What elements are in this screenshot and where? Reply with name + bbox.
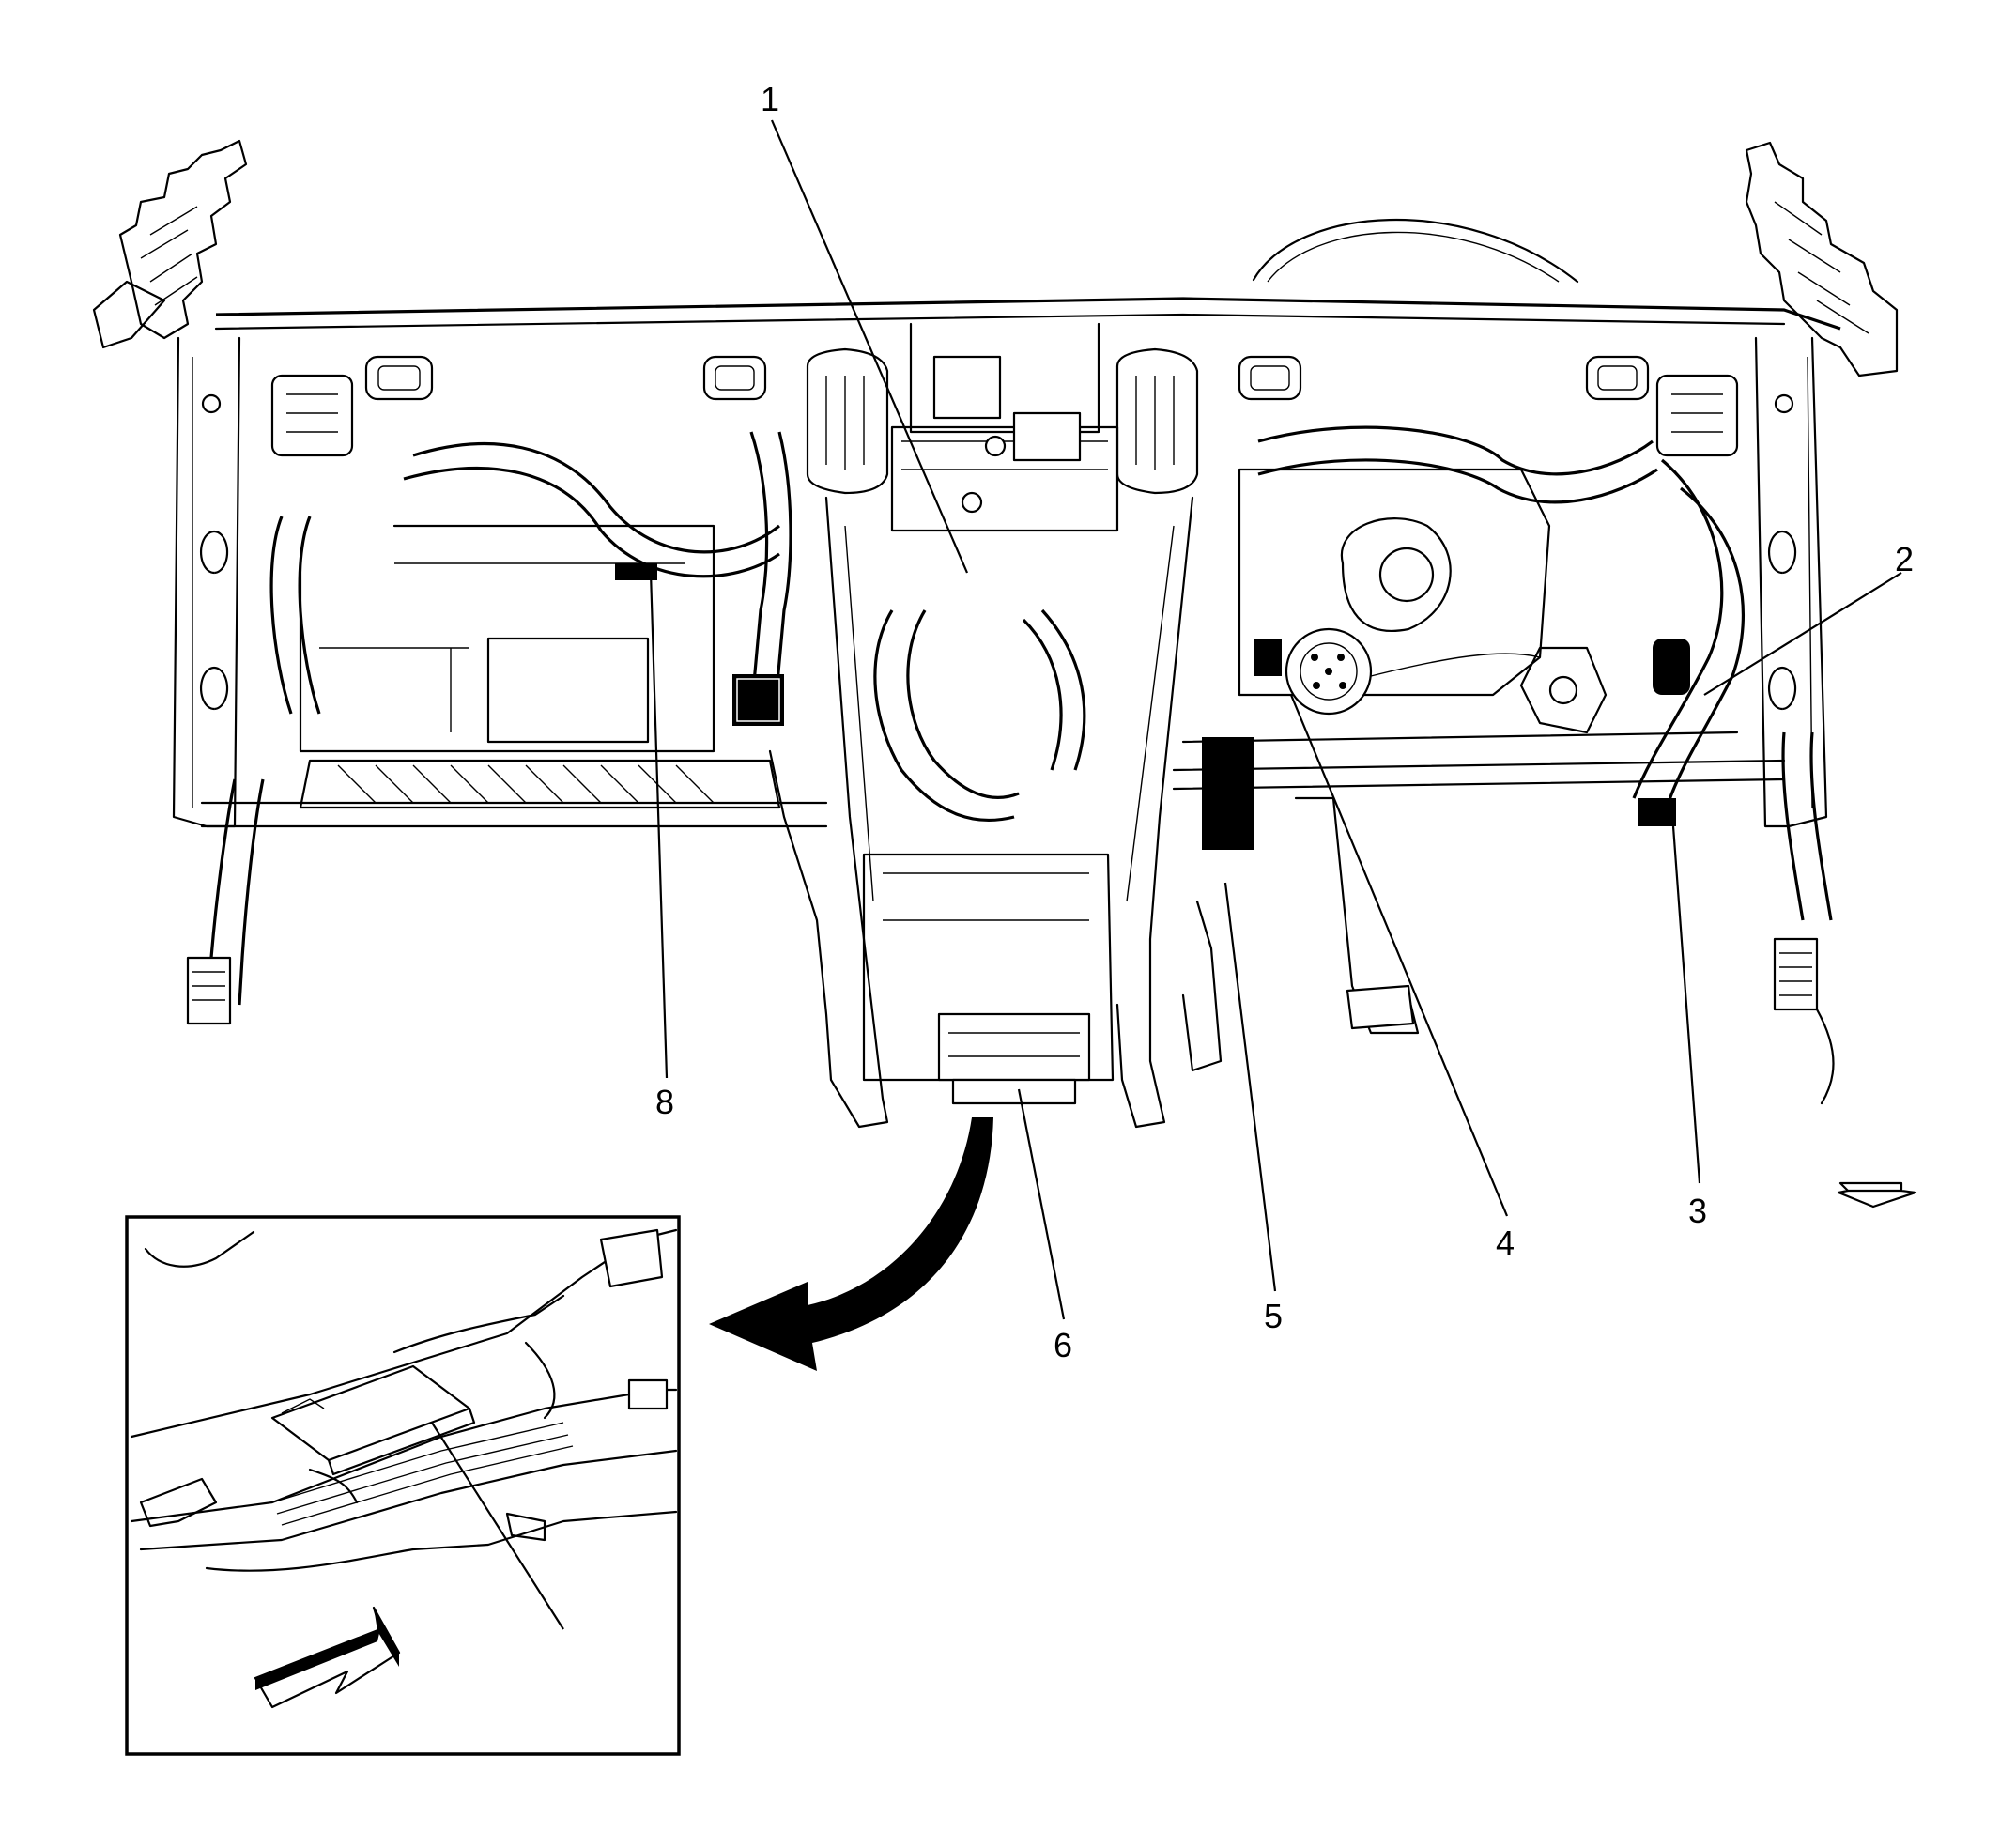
- wiring-harness: [205, 425, 1833, 1006]
- inset-console-detail: [130, 1228, 678, 1572]
- detail-pointer-arrow-icon: [709, 1117, 993, 1371]
- right-end-bracket: [1745, 141, 1899, 377]
- inset-frame: [125, 1215, 681, 1756]
- callout-3: 3: [1688, 1192, 1707, 1230]
- air-vents: [364, 347, 1650, 495]
- callout-4: 4: [1496, 1224, 1515, 1262]
- left-end-bracket: [92, 139, 248, 349]
- steering-bracket: [1519, 646, 1608, 734]
- cross-car-beam: [200, 731, 1786, 828]
- leader-lines: [649, 119, 1902, 1320]
- callout-5: 5: [1264, 1297, 1283, 1335]
- mounting-holes: [199, 393, 1797, 711]
- instrument-panel-assembly: [92, 139, 1899, 1129]
- right-lower-connector: [1773, 937, 1835, 1105]
- glove-box-area: [299, 524, 781, 809]
- upper-center-bracket: [909, 322, 1100, 514]
- side-ducts: [270, 374, 1739, 457]
- inset-leader-7: [431, 1422, 564, 1630]
- detail-inset: [125, 1215, 681, 1756]
- hvac-module: [1238, 468, 1551, 716]
- callout-1: 1: [761, 80, 779, 118]
- callout-2: 2: [1895, 540, 1914, 578]
- callouts: 1 2 3 4 5 6 7 8: [552, 80, 1914, 1670]
- view-direction-arrow-icon: [254, 1606, 401, 1709]
- instrument-panel-top-edge: [215, 297, 1841, 331]
- steering-column-cover: [1252, 218, 1579, 284]
- callout-6: 6: [1054, 1326, 1072, 1364]
- harness-connectors: [615, 563, 1690, 850]
- lower-center-console: [862, 853, 1115, 1105]
- view-direction-arrow-icon: [1837, 1181, 1917, 1209]
- callout-8: 8: [655, 1083, 674, 1121]
- left-lower-connector: [186, 956, 232, 1025]
